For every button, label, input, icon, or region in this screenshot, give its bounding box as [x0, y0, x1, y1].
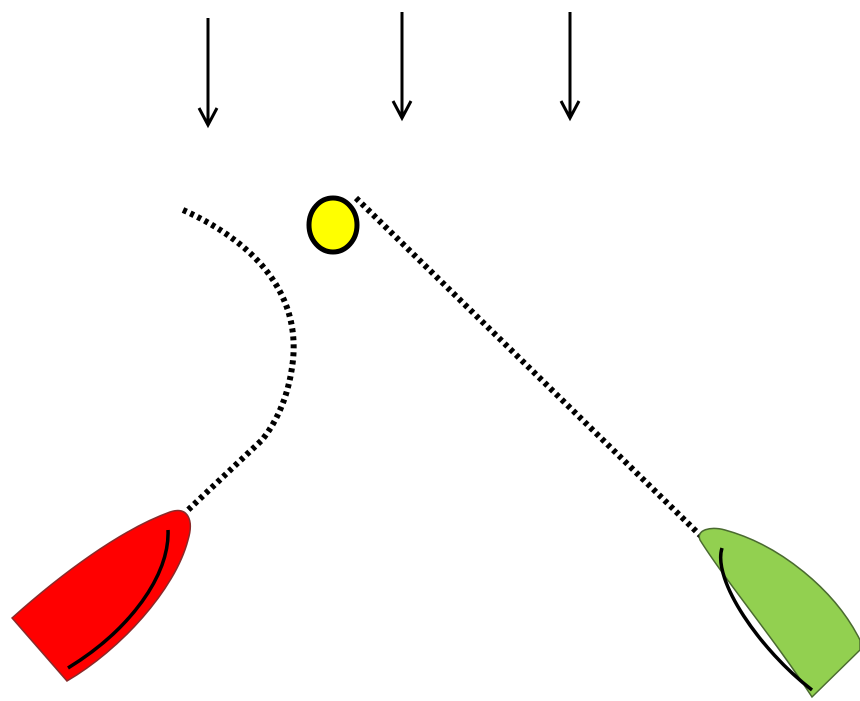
green-boat-gunwale — [718, 547, 814, 692]
green-boat-track — [353, 195, 708, 543]
green-boat — [698, 527, 860, 699]
wind-arrow-3-head — [559, 100, 581, 122]
red-boat — [10, 509, 191, 682]
wind-arrow-2-head — [391, 100, 413, 122]
yellow-mark — [306, 195, 360, 255]
wind-arrows — [197, 12, 581, 129]
green-boat-hull — [698, 527, 860, 699]
red-boat-track — [181, 207, 297, 513]
red-boat-hull — [10, 509, 191, 682]
red-boat-gunwale — [67, 529, 170, 670]
wind-arrow-1-head — [197, 107, 219, 129]
